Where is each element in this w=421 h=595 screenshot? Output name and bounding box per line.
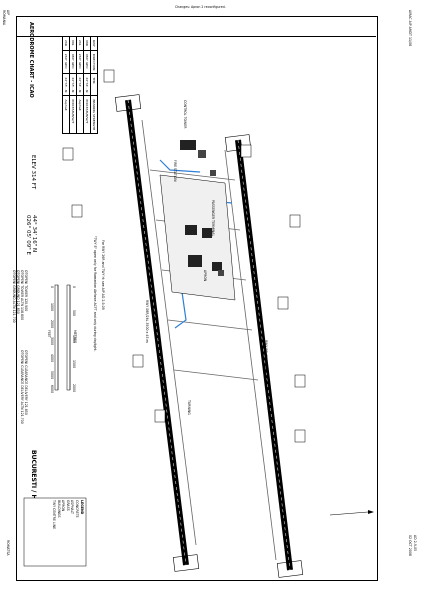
taxiways	[141, 119, 277, 561]
legend-frame	[23, 497, 87, 567]
terminal-label: PASSENGER TERMINAL	[211, 200, 215, 237]
chart-frame	[16, 16, 378, 581]
title-divider	[16, 36, 376, 37]
scale-feet-tick: 6000	[50, 385, 54, 394]
scale-feet-tick: 0	[50, 286, 54, 289]
scale-metre-tick: 1500	[72, 360, 76, 369]
scale-feet-tick: 1000	[50, 303, 54, 312]
legend-item: ASPHALT	[70, 500, 75, 514]
legend-title: LEGEND	[80, 500, 84, 515]
apron-area	[159, 140, 236, 301]
rwy-note: For RWY 26R and TWY H: see AIP AD 2-9-09	[101, 240, 105, 310]
runway-08r-26l	[114, 94, 200, 572]
legend-item: BUILDINGS	[57, 500, 61, 518]
scale-feet-tick: 5000	[50, 371, 54, 380]
twy-note: "TWY E" open only for Romanian Airforce …	[93, 236, 97, 352]
runway-08r-label: RWY 08R/26L 3500 x 45 m	[145, 300, 149, 343]
scale-metre-tick: 1000	[72, 335, 76, 344]
callout-boxes	[62, 69, 306, 443]
runway-08l-26r	[224, 134, 304, 578]
runway-08l-label: RWY 08L/26R 3500 x 45 m	[264, 340, 268, 383]
control-tower-label: CONTROL TOWER	[183, 100, 187, 129]
legend-item: TWY CENTRE LINE	[52, 500, 57, 529]
legend-item: CONCRETE	[75, 500, 79, 518]
apron-label: APRON	[203, 270, 207, 282]
scale-metre-tick: 500	[72, 310, 76, 317]
scale-feet-tick: 4000	[50, 354, 54, 363]
scale-bars	[54, 284, 71, 391]
fire-station-label: FIRE STATION	[173, 160, 177, 182]
scale-metre-tick: 0	[72, 286, 76, 289]
legend-item: GRASS	[66, 500, 70, 511]
turning-label: TURNING	[187, 400, 191, 415]
scale-metre-tick: 2000	[72, 384, 76, 393]
legend: LEGEND CONCRETE ASPHALT GRASS APRON BUIL…	[52, 500, 85, 529]
scale-feet-tick: 3000	[50, 337, 54, 346]
legend-item: APRON	[61, 500, 66, 512]
changes-note: Changes: Apron 2 reconfigured.	[175, 5, 226, 9]
scale-feet-tick: 2000	[50, 320, 54, 329]
north-arrow-icon	[329, 510, 374, 516]
